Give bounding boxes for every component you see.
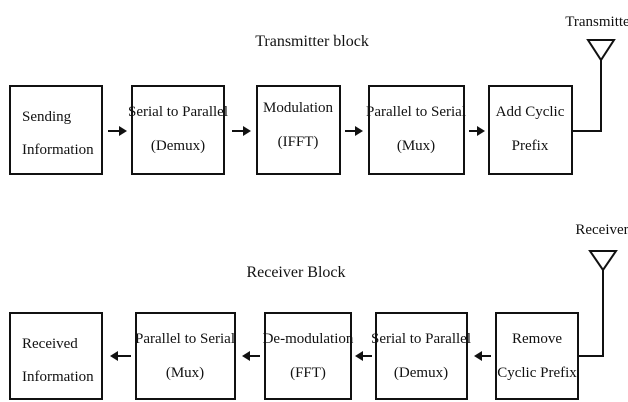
rx-arrow-left <box>474 351 491 361</box>
tx-block-line-2: (Mux) <box>397 138 435 154</box>
transmitter-antenna-feed <box>572 60 602 132</box>
rx-block-line-1: Parallel to Serial <box>135 331 235 347</box>
tx-block: Add Cyclic Prefix <box>488 85 573 175</box>
receiver-antenna-icon <box>588 250 618 272</box>
rx-block-line-2: Information <box>22 369 94 385</box>
tx-block-line-1: Add Cyclic <box>496 104 565 120</box>
tx-block-line-2: (IFFT) <box>278 134 319 150</box>
tx-block-line-2: Information <box>22 142 94 158</box>
transmitter-antenna-icon <box>586 39 616 62</box>
tx-block-line-1: Modulation <box>263 100 333 116</box>
transmitter-title: Transmitter block <box>255 33 369 50</box>
rx-block: Parallel to Serial (Mux) <box>135 312 236 400</box>
tx-block: Parallel to Serial (Mux) <box>366 85 466 175</box>
rx-arrow-left <box>242 351 260 361</box>
rx-block-line-1: Remove <box>512 331 562 347</box>
receiver-title: Receiver Block <box>246 264 345 281</box>
tx-block: Sending Information <box>9 85 103 175</box>
transmitter-section: Transmitter block Transmitter Sending In… <box>9 14 628 175</box>
tx-block-line-1: Serial to Parallel <box>128 104 228 120</box>
tx-arrow-right <box>469 126 485 136</box>
tx-block-line-1: Sending <box>22 109 72 125</box>
rx-arrow-left <box>355 351 372 361</box>
rx-block-line-2: (FFT) <box>290 365 326 381</box>
rx-block-line-2: Cyclic Prefix <box>497 365 577 381</box>
tx-arrow-right <box>232 126 251 136</box>
transmitter-antenna-label: Transmitter <box>565 14 628 30</box>
receiver-antenna-label: Receiver <box>575 222 628 238</box>
tx-block-line-2: Prefix <box>512 138 549 154</box>
receiver-section: Receiver Block Receiver Remove Cyclic Pr… <box>9 222 628 400</box>
tx-block: Modulation (IFFT) <box>256 85 341 175</box>
tx-block: Serial to Parallel (Demux) <box>128 85 228 175</box>
rx-arrow-left <box>110 351 131 361</box>
rx-block: Remove Cyclic Prefix <box>495 312 579 400</box>
rx-block-line-2: (Mux) <box>166 365 204 381</box>
rx-block-line-1: De-modulation <box>263 331 354 347</box>
tx-arrow-right <box>108 126 127 136</box>
rx-block-line-2: (Demux) <box>394 365 448 381</box>
rx-block: De-modulation (FFT) <box>263 312 354 400</box>
receiver-antenna-feed <box>578 270 604 357</box>
tx-block-line-2: (Demux) <box>151 138 205 154</box>
tx-block-line-1: Parallel to Serial <box>366 104 466 120</box>
rx-block-line-1: Received <box>22 336 78 352</box>
rx-block: Serial to Parallel (Demux) <box>371 312 471 400</box>
rx-block-line-1: Serial to Parallel <box>371 331 471 347</box>
tx-arrow-right <box>345 126 363 136</box>
rx-block: Received Information <box>9 312 103 400</box>
